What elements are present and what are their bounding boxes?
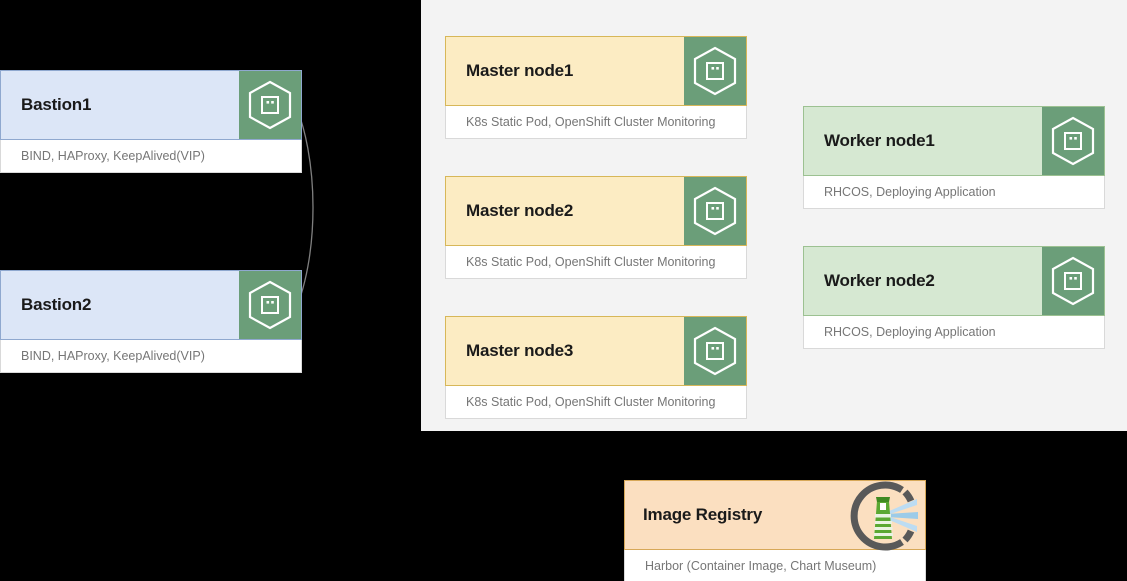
card-master-node2-header[interactable]: Master node2	[445, 176, 747, 246]
card-master-node1-title: Master node1	[466, 61, 574, 80]
card-bastion2-icon-panel	[239, 271, 301, 339]
card-master-node3-title: Master node3	[466, 341, 574, 360]
card-master-node3[interactable]: Master node3 K8s Static Pod, OpenShift C…	[445, 316, 747, 419]
card-worker-node1[interactable]: Worker node1 RHCOS, Deploying Applicatio…	[803, 106, 1105, 209]
card-bastion1-icon-panel	[239, 71, 301, 139]
hexagon-server-icon	[248, 280, 292, 330]
card-worker-node2-subtitle: RHCOS, Deploying Application	[803, 316, 1105, 349]
hexagon-server-icon	[1051, 256, 1095, 306]
hexagon-server-icon	[693, 186, 737, 236]
card-master-node1-icon-panel	[684, 37, 746, 105]
card-bastion1-subtitle: BIND, HAProxy, KeepAlived(VIP)	[0, 140, 302, 173]
card-image-registry-icon-panel	[843, 481, 925, 551]
card-worker-node1-icon-panel	[1042, 107, 1104, 175]
hexagon-server-icon	[693, 326, 737, 376]
card-worker-node1-subtitle: RHCOS, Deploying Application	[803, 176, 1105, 209]
card-bastion2-header[interactable]: Bastion2	[0, 270, 302, 340]
card-image-registry-title: Image Registry	[643, 505, 763, 524]
card-bastion1-title: Bastion1	[21, 95, 92, 114]
hexagon-server-icon	[693, 46, 737, 96]
card-worker-node2-title: Worker node2	[824, 271, 935, 290]
card-master-node3-icon-panel	[684, 317, 746, 385]
card-worker-node1-title: Worker node1	[824, 131, 935, 150]
hexagon-server-icon	[1051, 116, 1095, 166]
card-master-node2-subtitle: K8s Static Pod, OpenShift Cluster Monito…	[445, 246, 747, 279]
card-master-node2-icon-panel	[684, 177, 746, 245]
card-bastion2-title: Bastion2	[21, 295, 92, 314]
card-master-node3-header[interactable]: Master node3	[445, 316, 747, 386]
card-master-node2[interactable]: Master node2 K8s Static Pod, OpenShift C…	[445, 176, 747, 279]
card-image-registry-header[interactable]: Image Registry	[624, 480, 926, 551]
card-worker-node1-header[interactable]: Worker node1	[803, 106, 1105, 176]
card-worker-node2-header[interactable]: Worker node2	[803, 246, 1105, 316]
card-image-registry-subtitle: Harbor (Container Image, Chart Museum)	[624, 550, 926, 581]
card-bastion2[interactable]: Bastion2 BIND, HAProxy, KeepAlived(VIP)	[0, 270, 302, 373]
card-worker-node2[interactable]: Worker node2 RHCOS, Deploying Applicatio…	[803, 246, 1105, 349]
card-master-node1[interactable]: Master node1 K8s Static Pod, OpenShift C…	[445, 36, 747, 139]
card-master-node1-subtitle: K8s Static Pod, OpenShift Cluster Monito…	[445, 106, 747, 139]
card-bastion2-subtitle: BIND, HAProxy, KeepAlived(VIP)	[0, 340, 302, 373]
card-worker-node2-icon-panel	[1042, 247, 1104, 315]
card-master-node3-subtitle: K8s Static Pod, OpenShift Cluster Monito…	[445, 386, 747, 419]
hexagon-server-icon	[248, 80, 292, 130]
harbor-lighthouse-logo	[850, 481, 918, 551]
card-bastion1[interactable]: Bastion1 BIND, HAProxy, KeepAlived(VIP)	[0, 70, 302, 173]
card-bastion1-header[interactable]: Bastion1	[0, 70, 302, 140]
card-master-node2-title: Master node2	[466, 201, 574, 220]
card-master-node1-header[interactable]: Master node1	[445, 36, 747, 106]
card-image-registry[interactable]: Image Registry	[624, 480, 926, 581]
